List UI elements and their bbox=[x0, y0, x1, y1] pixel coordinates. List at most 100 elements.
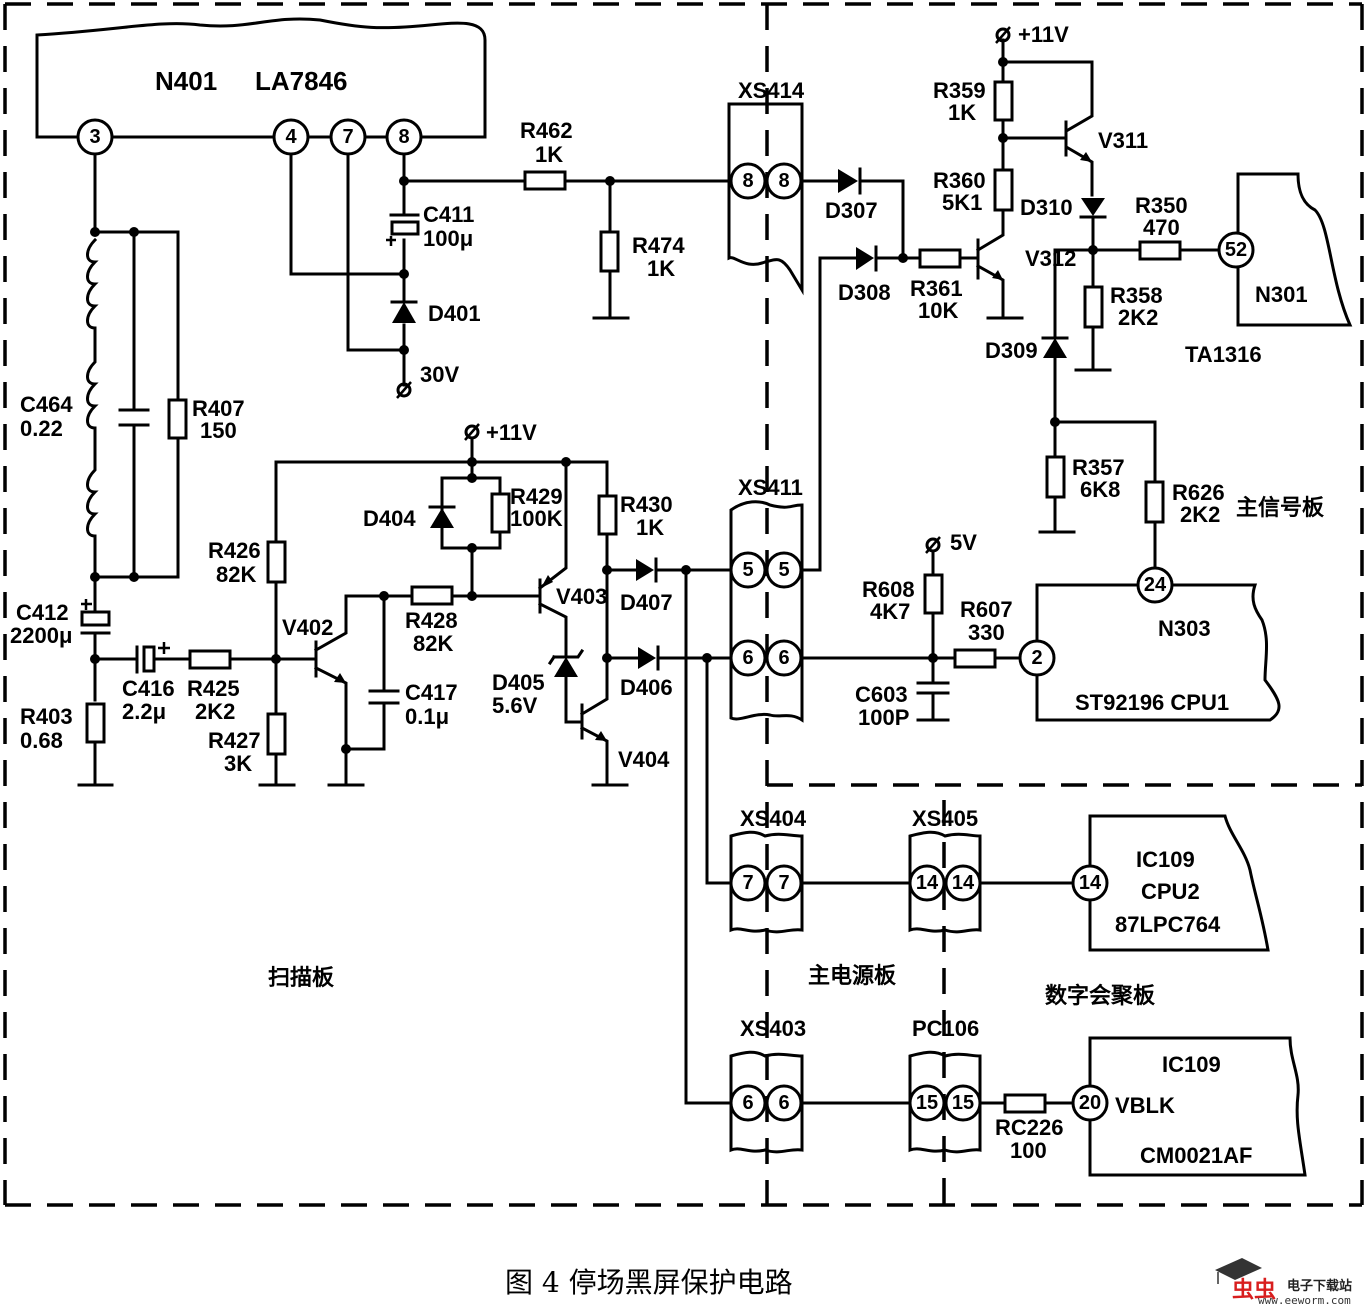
resistor-r350: R350 470 bbox=[1053, 193, 1220, 261]
xs411-pin-6-right bbox=[765, 639, 803, 677]
xs403-pin-6-left-label: 6 bbox=[742, 1092, 753, 1114]
ic-n401-body bbox=[35, 17, 487, 139]
capacitor-c411: C411 100μ bbox=[386, 202, 474, 251]
r403-ref: R403 bbox=[20, 704, 73, 729]
v403-ref: V403 bbox=[556, 584, 607, 609]
resistor-r462: R462 1K bbox=[520, 118, 737, 191]
connector-xs405: XS405 14 14 bbox=[908, 806, 982, 934]
v402-ref: V402 bbox=[282, 615, 333, 640]
resistor-r430: R430 1K bbox=[597, 492, 673, 540]
resistor-r626: R626 2K2 bbox=[1053, 420, 1225, 570]
r350-val: 470 bbox=[1143, 215, 1180, 240]
r430-val: 1K bbox=[636, 515, 664, 540]
d407-ref: D407 bbox=[620, 590, 673, 615]
connector-xs404: XS404 7 7 bbox=[729, 806, 807, 934]
ic-n303: 24 2 N303 ST92196 CPU1 bbox=[1018, 566, 1281, 722]
c411-val: 100μ bbox=[423, 226, 473, 251]
d309-ref: D309 bbox=[985, 338, 1038, 363]
xs404-pin-7-left bbox=[729, 864, 767, 902]
xs403-pin-6-left bbox=[729, 1084, 767, 1122]
ic-ic109-pin-20-label: 20 bbox=[1079, 1092, 1101, 1114]
resistor-r428: R428 82K bbox=[405, 585, 542, 656]
r427-val: 3K bbox=[224, 751, 252, 776]
resistor-r425: R425 2K2 bbox=[187, 649, 318, 724]
watermark-brand-text: 电子下载站 bbox=[1287, 1278, 1352, 1294]
ic-ic109-cpu2: 14 IC109 CPU2 87LPC764 bbox=[1071, 814, 1270, 952]
terminal-11v-scan: +11V bbox=[464, 420, 537, 483]
d307-ref: D307 bbox=[825, 198, 878, 223]
supply-11v-signal-label: +11V bbox=[1018, 22, 1069, 47]
ic-ic109-pin-20 bbox=[1071, 1084, 1109, 1122]
board-label-main-signal: 主信号板 bbox=[1236, 495, 1325, 521]
ic-n301: 52 N301 TA1316 bbox=[1185, 172, 1353, 367]
xs414-pin-8-right-label: 8 bbox=[778, 170, 789, 192]
c411-ref: C411 bbox=[423, 202, 474, 227]
graduation-cap-icon bbox=[1215, 1258, 1262, 1280]
ic-n401-pin-8-label: 8 bbox=[398, 126, 409, 148]
wires-n401 bbox=[289, 152, 527, 387]
connector-xs411: XS411 5 5 6 6 bbox=[729, 475, 804, 723]
resistor-r427: R427 3K bbox=[208, 657, 296, 787]
r359-ref: R359 bbox=[933, 78, 986, 103]
board-boundaries bbox=[3, 2, 1364, 1207]
transistor-v403: V403 bbox=[537, 460, 607, 657]
r607-val: 330 bbox=[968, 620, 1005, 645]
r358-ref: R358 bbox=[1110, 283, 1163, 308]
xs411-pin-6-right-label: 6 bbox=[778, 647, 789, 669]
ic-n303-pin-24-label: 24 bbox=[1144, 574, 1167, 596]
capacitor-c416: C416 2.2μ bbox=[93, 642, 192, 724]
resistor-r359: R359 1K bbox=[933, 38, 1014, 143]
diode-d310: D310 bbox=[1020, 195, 1107, 255]
r361-ref: R361 bbox=[910, 276, 963, 301]
diode-d407: D407 bbox=[605, 557, 733, 615]
r426-val: 82K bbox=[216, 562, 256, 587]
d405-val: 5.6V bbox=[492, 693, 538, 718]
diode-d307: D307 bbox=[799, 167, 905, 260]
r430-ref: R430 bbox=[620, 492, 673, 517]
capacitor-c412: C412 2200μ bbox=[10, 575, 111, 702]
ic-ic109a-func: CPU2 bbox=[1141, 879, 1200, 904]
xs404-pin-7-left-label: 7 bbox=[742, 872, 753, 894]
capacitor-c417: C417 0.1μ bbox=[344, 594, 458, 751]
ic-n303-pin-24 bbox=[1136, 566, 1174, 604]
connector-pc106: PC106 15 15 bbox=[908, 1016, 982, 1154]
ic-n301-part: TA1316 bbox=[1185, 342, 1262, 367]
connector-xs403: XS403 6 6 bbox=[729, 1016, 806, 1154]
r403-val: 0.68 bbox=[20, 728, 63, 753]
d310-ref: D310 bbox=[1020, 195, 1073, 220]
resistor-r608: 5V R608 4K7 bbox=[862, 530, 977, 685]
r358-val: 2K2 bbox=[1118, 305, 1158, 330]
xs403-pin-6-right-label: 6 bbox=[778, 1092, 789, 1114]
resistor-r357: R357 6K8 bbox=[1038, 420, 1125, 534]
r407-ref: R407 bbox=[192, 396, 245, 421]
ic-ic109-pin-14-label: 14 bbox=[1079, 872, 1102, 894]
diode-d404: D404 bbox=[363, 476, 502, 598]
resistor-r607: R607 330 bbox=[799, 597, 1022, 669]
ic-n301-name: N301 bbox=[1255, 282, 1308, 307]
diode-d308: D308 bbox=[799, 245, 922, 572]
resistor-r403: R403 0.68 bbox=[20, 702, 114, 787]
ic-n401-pin-3-label: 3 bbox=[89, 126, 100, 148]
resistor-r361: R361 10K bbox=[910, 248, 977, 323]
d404-ref: D404 bbox=[363, 506, 416, 531]
c417-val: 0.1μ bbox=[405, 704, 449, 729]
xs414-name: XS414 bbox=[738, 78, 805, 103]
r426-ref: R426 bbox=[208, 538, 261, 563]
resistor-r358: R358 2K2 bbox=[1074, 248, 1163, 372]
r357-ref: R357 bbox=[1072, 455, 1125, 480]
ic-ic109-pin-14 bbox=[1071, 864, 1109, 902]
v311-ref: V311 bbox=[1098, 128, 1148, 153]
d405-ref: D405 bbox=[492, 670, 545, 695]
ic-n401-name: N401 bbox=[155, 66, 217, 96]
xs405-pin-14-left-label: 14 bbox=[916, 872, 939, 894]
connector-xs414: XS414 8 8 bbox=[727, 78, 805, 296]
ic-ic109b-name: IC109 bbox=[1162, 1052, 1221, 1077]
watermark-brand-glyphs: 虫虫 bbox=[1232, 1277, 1276, 1303]
figure-caption: 图 4 停场黑屏保护电路 bbox=[505, 1266, 793, 1299]
c416-ref: C416 bbox=[122, 676, 175, 701]
board-label-main-power: 主电源板 bbox=[808, 964, 897, 989]
xs411-pin-5-right-label: 5 bbox=[778, 559, 789, 581]
c603-ref: C603 bbox=[855, 682, 908, 707]
watermark-logo: 虫虫 电子下载站 www.eeworm.com bbox=[1215, 1258, 1352, 1305]
xs403-name: XS403 bbox=[740, 1016, 806, 1041]
